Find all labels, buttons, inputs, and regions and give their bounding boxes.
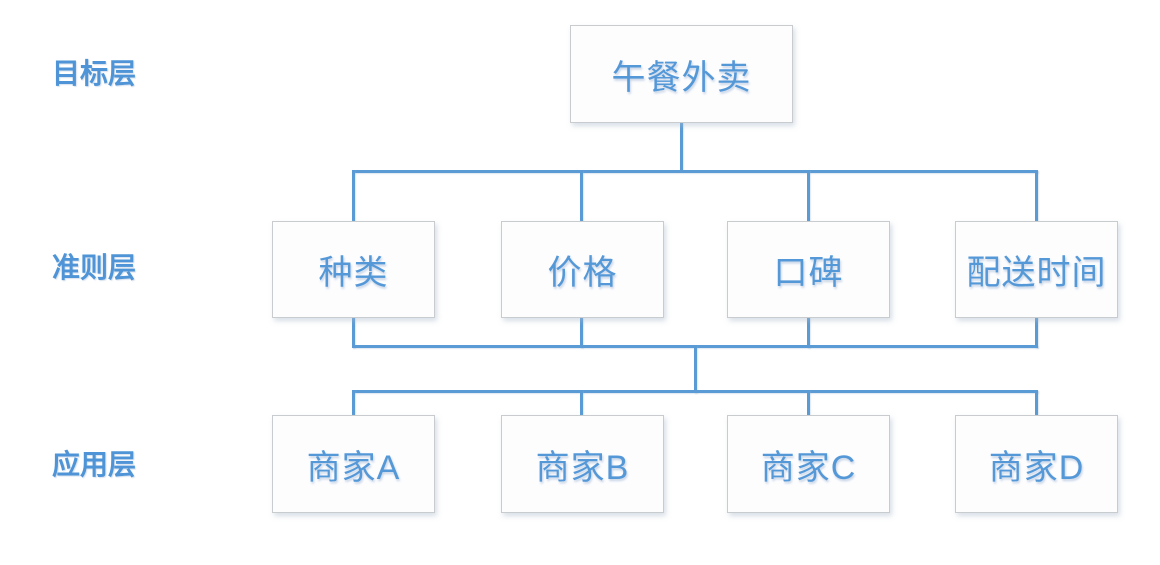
alternative-node-b: 商家B: [501, 415, 664, 513]
goal-node: 午餐外卖: [570, 25, 793, 123]
layer-label-application: 应用层: [52, 449, 137, 480]
connector-mid-rise-4: [1035, 317, 1038, 348]
goal-node-label: 午餐外卖: [611, 58, 752, 97]
connector-top-drop-1: [352, 170, 355, 222]
connector-top-drop-2: [580, 170, 583, 222]
connector-top-drop-3: [807, 170, 810, 222]
criteria-node-4-label: 配送时间: [966, 254, 1107, 292]
criteria-node-3-label: 口碑: [773, 254, 844, 292]
connector-bottom-drop-3: [807, 390, 810, 416]
criteria-node-2: 价格: [501, 221, 664, 318]
connector-goal-stub: [680, 122, 683, 171]
layer-label-goal: 目标层: [52, 58, 137, 89]
connector-bottom-drop-4: [1035, 390, 1038, 416]
connector-mid-lower-bus: [352, 390, 1038, 393]
criteria-node-1-label: 种类: [318, 254, 389, 292]
connector-mid-rise-2: [580, 317, 583, 348]
alternative-node-c-label: 商家C: [760, 448, 857, 487]
connector-mid-rise-3: [807, 317, 810, 348]
connector-bottom-drop-2: [580, 390, 583, 416]
connector-bottom-drop-1: [352, 390, 355, 416]
connector-top-bus: [352, 170, 1038, 173]
criteria-node-1: 种类: [272, 221, 435, 318]
criteria-node-4: 配送时间: [955, 221, 1118, 318]
criteria-node-3: 口碑: [727, 221, 890, 318]
layer-label-criteria: 准则层: [52, 252, 137, 283]
connector-top-drop-4: [1035, 170, 1038, 222]
alternative-node-d-label: 商家D: [988, 448, 1085, 487]
alternative-node-c: 商家C: [727, 415, 890, 513]
criteria-node-2-label: 价格: [547, 254, 618, 292]
alternative-node-a-label: 商家A: [306, 448, 401, 487]
alternative-node-a: 商家A: [272, 415, 435, 513]
connector-mid-center-trunk: [694, 345, 697, 393]
alternative-node-d: 商家D: [955, 415, 1118, 513]
connector-mid-rise-1: [352, 317, 355, 348]
alternative-node-b-label: 商家B: [535, 448, 630, 487]
